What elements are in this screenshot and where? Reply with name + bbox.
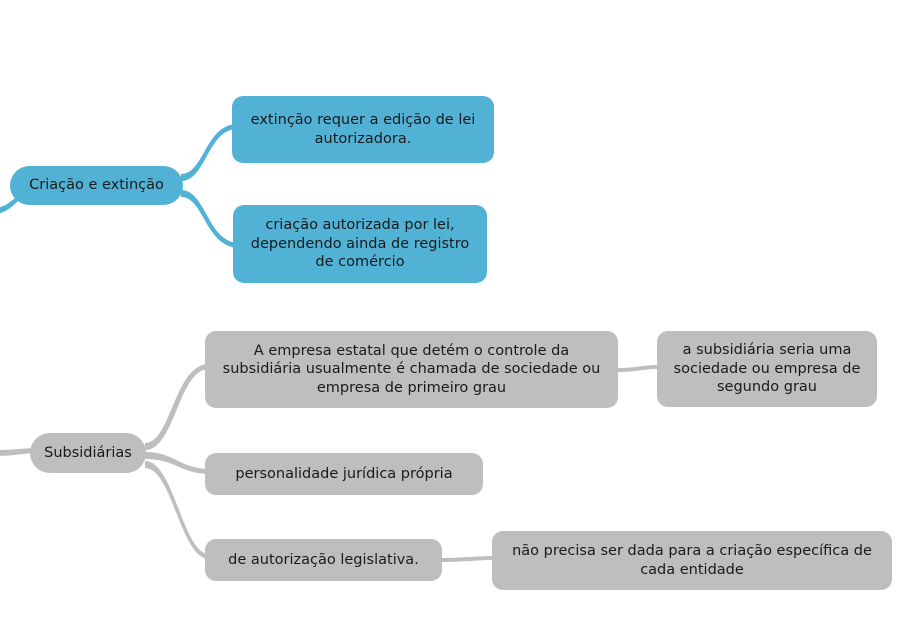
connector-empresa-estatal-to-segundo-grau [618, 365, 659, 372]
node-nao-precisa-label: não precisa ser dada para a criação espe… [512, 542, 872, 578]
node-autorizacao-legislativa[interactable]: de autorização legislativa. [205, 539, 442, 581]
node-autorizacao-legislativa-label: de autorização legislativa. [228, 551, 419, 568]
node-subsidiarias-label: Subsidiárias [44, 444, 132, 461]
node-extincao-requer-lei-label: extinção requer a edição de lei autoriza… [250, 111, 476, 147]
node-nao-precisa[interactable]: não precisa ser dada para a criação espe… [492, 531, 892, 590]
node-personalidade-label: personalidade jurídica própria [235, 465, 453, 482]
node-criacao-autorizada-label: criação autorizada por lei, dependendo a… [250, 217, 470, 271]
connector-criacao-to-extincao [181, 124, 236, 181]
node-empresa-estatal[interactable]: A empresa estatal que detém o controle d… [205, 331, 618, 408]
connector-autorizacao-to-nao-precisa [440, 556, 496, 562]
node-segundo-grau[interactable]: a subsidiária seria uma sociedade ou emp… [657, 331, 877, 407]
connector-subsidiarias-to-personalidade [145, 452, 208, 474]
node-extincao-requer-lei[interactable]: extinção requer a edição de lei autoriza… [232, 96, 494, 163]
node-subsidiarias[interactable]: Subsidiárias [30, 433, 146, 473]
node-empresa-estatal-label: A empresa estatal que detém o controle d… [222, 342, 601, 396]
connector-subsidiarias-to-empresa-estatal [145, 364, 208, 450]
node-criacao-e-extincao-label: Criação e extinção [29, 177, 164, 194]
node-personalidade[interactable]: personalidade jurídica própria [205, 453, 483, 495]
connector-criacao-to-criacao-autorizada [181, 190, 238, 248]
node-segundo-grau-label: a subsidiária seria uma sociedade ou emp… [673, 342, 861, 396]
connector-subsidiarias-to-autorizacao [145, 461, 208, 559]
node-criacao-e-extincao[interactable]: Criação e extinção [10, 166, 183, 205]
node-criacao-autorizada[interactable]: criação autorizada por lei, dependendo a… [233, 205, 487, 283]
